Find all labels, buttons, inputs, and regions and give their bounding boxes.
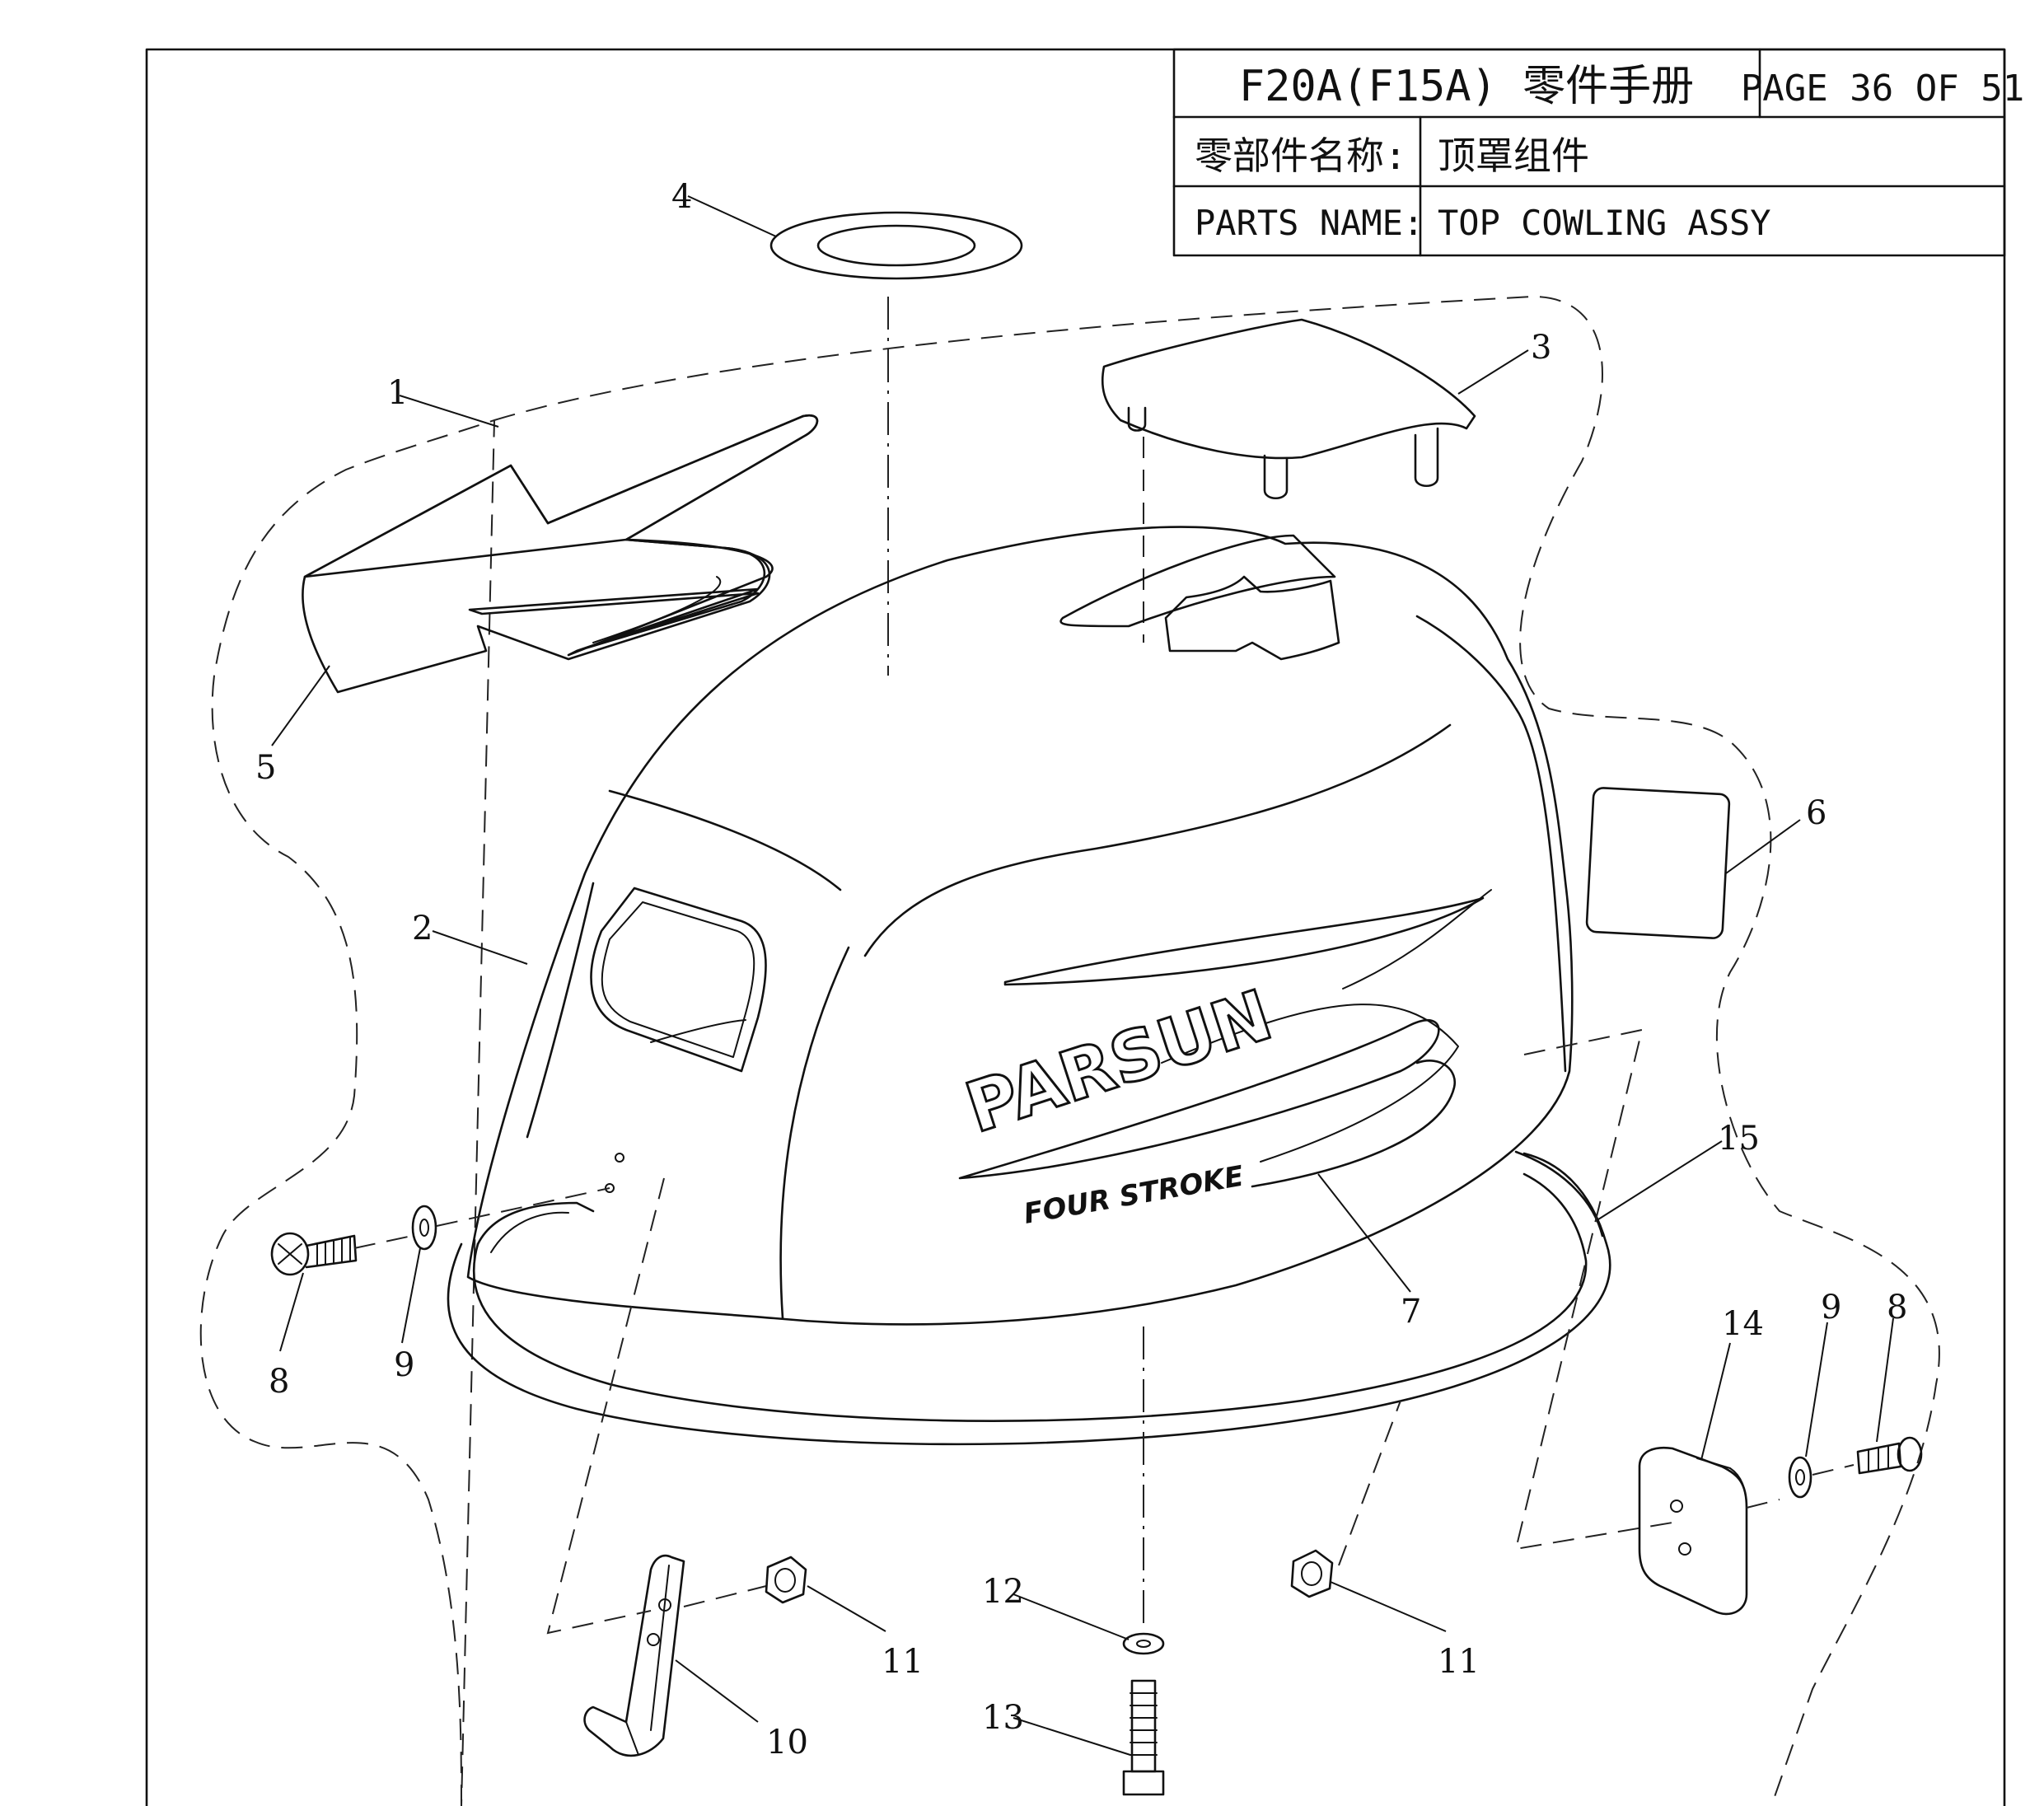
part-12-washer <box>1122 1632 1165 1655</box>
part-9-washer-right <box>1788 1456 1812 1499</box>
callout-numbers: 1 2 3 4 5 6 7 8 9 10 11 12 13 14 9 8 11 … <box>255 178 1907 1762</box>
value-cn-parts-name: 顶罩组件 <box>1438 133 1589 178</box>
callout-10: 10 <box>766 1724 808 1762</box>
callout-12: 12 <box>982 1573 1024 1611</box>
callout-1: 1 <box>387 374 408 412</box>
title-page: PAGE 36 OF 51 <box>1741 68 2024 110</box>
part-11-nut-left <box>765 1556 807 1604</box>
callout-4: 4 <box>671 178 692 216</box>
callout-5: 5 <box>255 749 276 787</box>
part-8-bolt-left <box>270 1232 358 1276</box>
value-en-parts-name: TOP COWLING ASSY <box>1438 203 1771 243</box>
part-10-bracket <box>583 1554 685 1757</box>
callout-3: 3 <box>1531 329 1551 367</box>
leader-lines <box>271 195 1894 1756</box>
part-8-bolt-right <box>1856 1436 1923 1475</box>
callout-2: 2 <box>412 910 433 947</box>
label-cn-parts-name: 零部件名称: <box>1195 133 1407 178</box>
callout-8-right: 8 <box>1887 1289 1907 1326</box>
callout-9-right: 9 <box>1821 1289 1841 1326</box>
callout-14: 14 <box>1722 1305 1764 1343</box>
callout-11-left: 11 <box>882 1643 924 1681</box>
callout-6: 6 <box>1806 794 1827 832</box>
brand-logo: PARSUN <box>957 975 1281 1149</box>
part-15-bottom-seal <box>447 1150 1611 1446</box>
label-en-parts-name: PARTS NAME: <box>1195 203 1424 243</box>
part-14-rubber-mount <box>1638 1446 1748 1616</box>
title-model: F20A(F15A) 零件手册 <box>1239 62 1694 111</box>
callout-8-left: 8 <box>269 1363 289 1401</box>
title-block: F20A(F15A) 零件手册 PAGE 36 OF 51 零部件名称: 顶罩组… <box>1172 48 2024 257</box>
part-4-seal-ring <box>769 211 1023 280</box>
part-2-top-cowling <box>466 526 1574 1326</box>
part-11-nut-right <box>1290 1549 1334 1598</box>
assembly-boundary-outline <box>199 295 1940 1806</box>
drawing-border <box>145 48 2006 1806</box>
part-13-bolt <box>1122 1679 1165 1796</box>
part-6-label-plate <box>1585 787 1731 939</box>
part-3-cover-cap <box>1101 318 1476 500</box>
part-9-washer-left <box>411 1205 437 1251</box>
callout-11-right: 11 <box>1438 1643 1480 1681</box>
callout-9-left: 9 <box>394 1346 414 1384</box>
callout-15: 15 <box>1718 1120 1760 1158</box>
callout-7: 7 <box>1401 1293 1421 1331</box>
callout-13: 13 <box>982 1699 1024 1737</box>
four-stroke-decal: FOUR STROKE <box>1022 1160 1247 1231</box>
